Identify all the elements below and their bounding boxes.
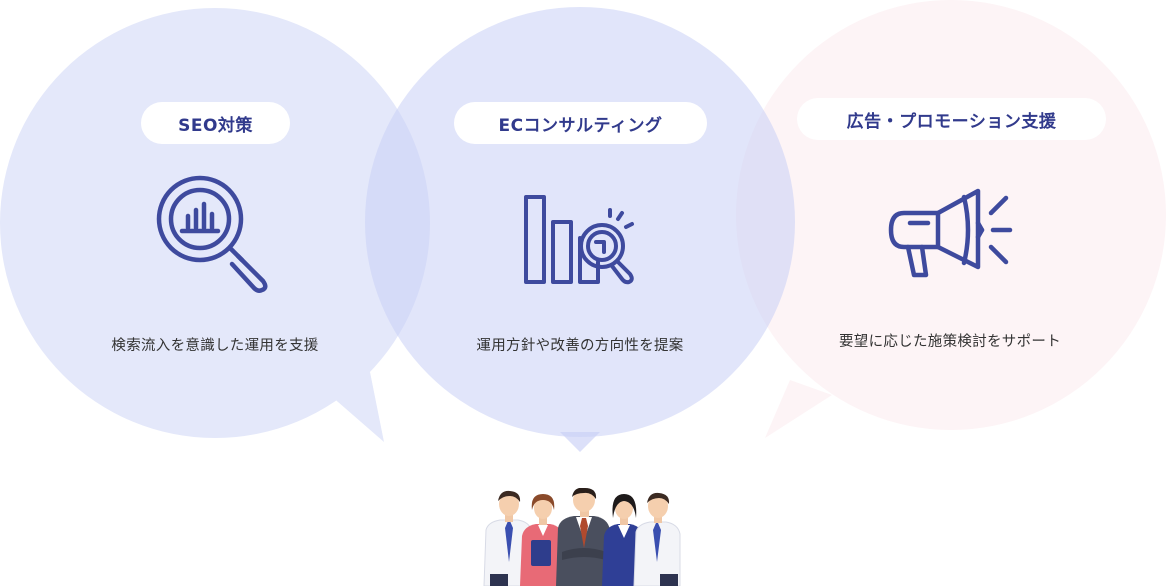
speech-bubble-seo: [0, 8, 430, 442]
person-3: [556, 488, 610, 586]
magnifier-chart-icon: [156, 175, 268, 293]
person-4: [602, 494, 644, 586]
bar-chart-search-icon: [524, 195, 634, 285]
business-team-illustration: [483, 488, 681, 586]
person-5: [633, 492, 681, 586]
service-description-ec-consulting: 運用方針や改善の方向性を提案: [476, 338, 684, 354]
service-description-ad-promotion: 要望に応じた施策検討をサポート: [839, 334, 1061, 350]
service-title-ad-promotion: 広告・プロモーション支援: [797, 98, 1106, 140]
megaphone-icon: [888, 188, 1013, 278]
person-1: [483, 490, 533, 586]
service-title-seo: SEO対策: [141, 102, 290, 144]
service-title-ec-consulting: ECコンサルティング: [454, 102, 707, 144]
service-description-seo: 検索流入を意識した運用を支援: [111, 338, 319, 354]
person-2: [520, 494, 564, 586]
